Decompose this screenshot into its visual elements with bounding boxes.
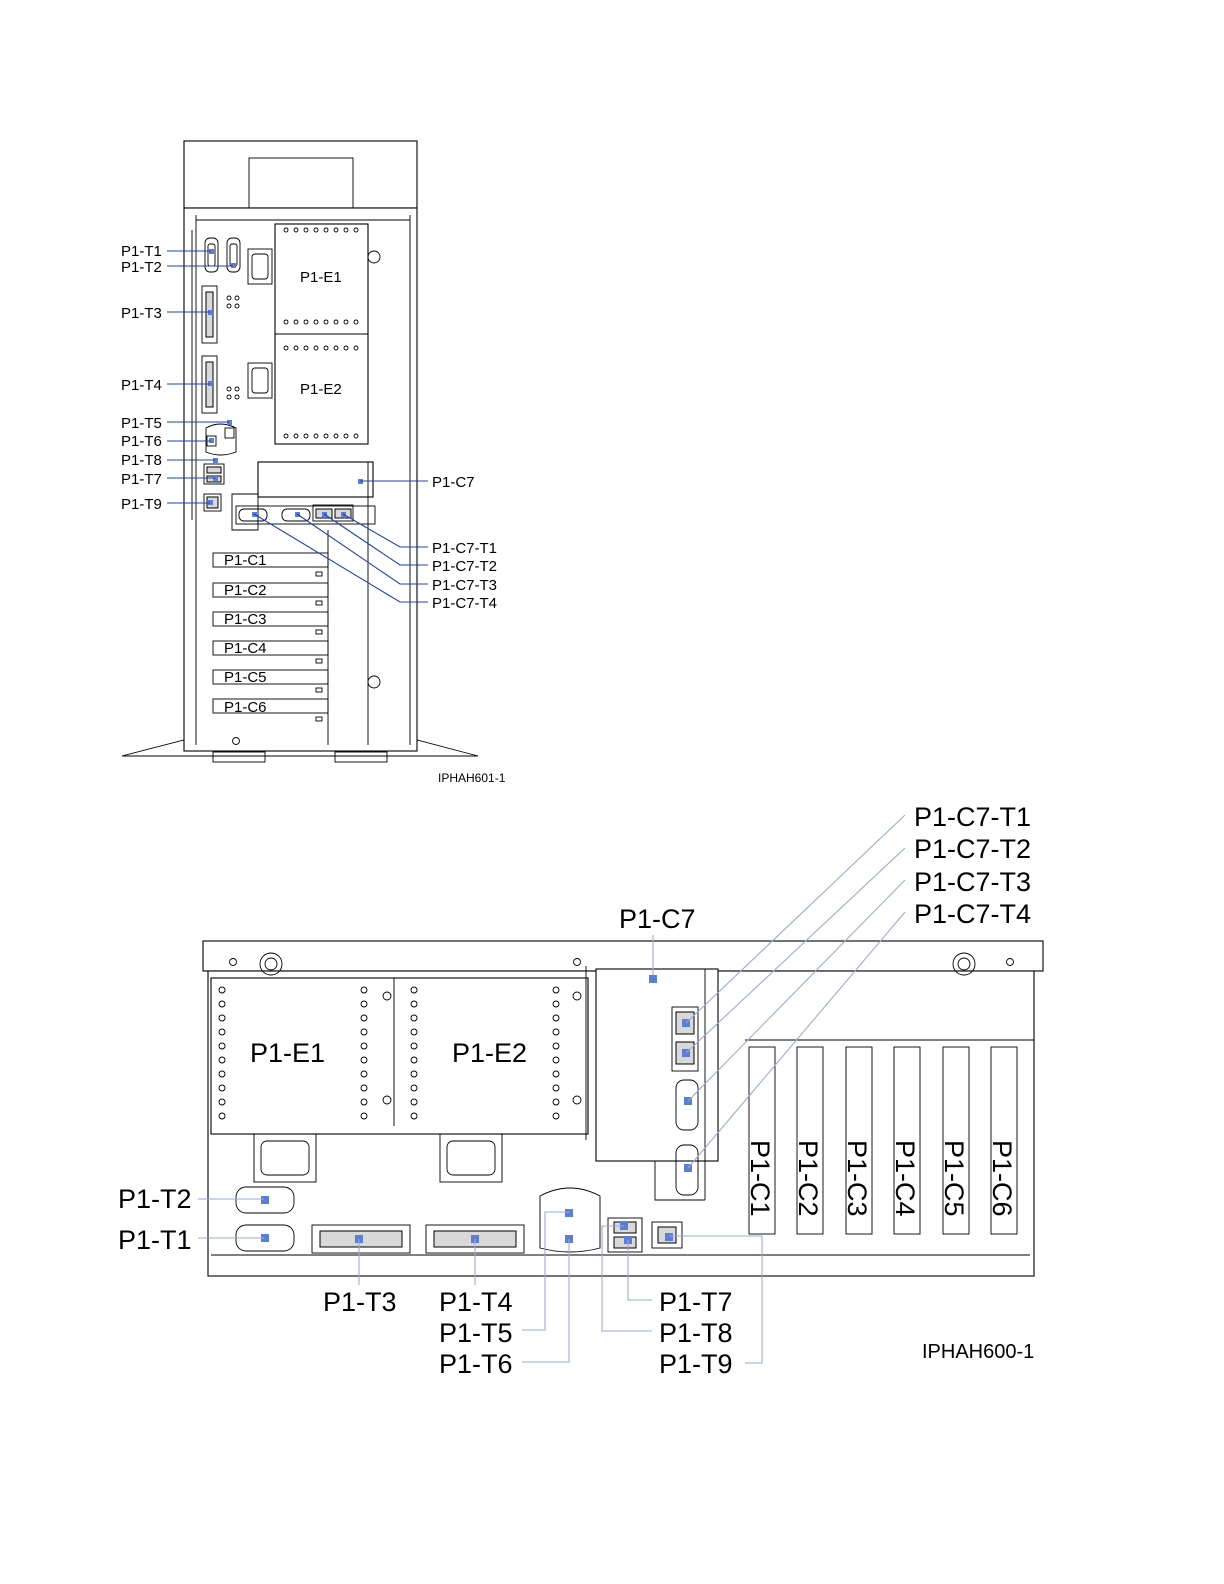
tower-figure: P1-T1 P1-T2 P1-T3 P1-T4 P1-T5 P1-T6 P1-T… [121, 140, 506, 785]
tower-label-t4: P1-T4 [121, 377, 162, 394]
tower-label-c5: P1-C5 [224, 669, 267, 686]
tower-label-t5: P1-T5 [121, 415, 162, 432]
rack-label-e1: P1-E1 [250, 1038, 325, 1068]
tower-top-cap [183, 140, 418, 209]
tower-card-c7 [257, 461, 374, 498]
rack-label-c7-t3: P1-C7-T3 [914, 867, 1031, 897]
tower-label-c7-t4: P1-C7-T4 [432, 595, 497, 612]
rack-label-t5: P1-T5 [439, 1318, 513, 1348]
tower-label-c7-t2: P1-C7-T2 [432, 558, 497, 575]
rack-psu-e1-socket [253, 1133, 317, 1183]
rack-figure-id: IPHAH600-1 [922, 1341, 1034, 1363]
rack-card-c7 [595, 968, 719, 1162]
tower-label-e1: P1-E1 [300, 269, 342, 286]
tower-psu-e2 [247, 362, 273, 399]
tower-label-c3: P1-C3 [224, 611, 267, 628]
rack-label-c2: P1-C2 [793, 1140, 823, 1217]
tower-label-e2: P1-E2 [300, 381, 342, 398]
tower-leader-lines [167, 250, 428, 603]
rack-label-t8: P1-T8 [659, 1318, 733, 1348]
rack-label-c1: P1-C1 [745, 1140, 775, 1217]
rack-label-c5: P1-C5 [939, 1140, 969, 1217]
rack-label-c7-t1: P1-C7-T1 [914, 802, 1031, 832]
rack-psu-e2-socket [439, 1133, 503, 1183]
tower-label-c2: P1-C2 [224, 582, 267, 599]
tower-label-t8: P1-T8 [121, 452, 162, 469]
tower-label-t2: P1-T2 [121, 259, 162, 276]
rack-label-t3: P1-T3 [323, 1287, 397, 1317]
tower-label-c4: P1-C4 [224, 640, 267, 657]
tower-label-t9: P1-T9 [121, 496, 162, 513]
tower-label-c7-t3: P1-C7-T3 [432, 577, 497, 594]
tower-port-c7-t4-connector [238, 508, 268, 522]
rack-port-c7-t4-connector [675, 1144, 699, 1196]
tower-label-t7: P1-T7 [121, 471, 162, 488]
tower-label-c7: P1-C7 [432, 474, 475, 491]
tower-label-c1: P1-C1 [224, 552, 267, 569]
tower-label-t1: P1-T1 [121, 243, 162, 260]
rack-top-rail [202, 940, 1044, 972]
tower-label-c6: P1-C6 [224, 699, 267, 716]
rack-label-c7-t2: P1-C7-T2 [914, 834, 1031, 864]
rack-label-c7: P1-C7 [619, 904, 696, 934]
rack-label-c4: P1-C4 [890, 1140, 920, 1217]
tower-figure-id: IPHAH601-1 [438, 771, 506, 785]
rack-label-t2: P1-T2 [118, 1184, 192, 1214]
rack-port-t2-connector [235, 1186, 295, 1214]
tower-label-c7-t1: P1-C7-T1 [432, 540, 497, 557]
rack-label-e2: P1-E2 [452, 1038, 527, 1068]
tower-pci-slots [212, 552, 329, 722]
tower-psu-e1 [247, 248, 273, 285]
rack-label-t4: P1-T4 [439, 1287, 513, 1317]
rack-power-supply-area [210, 977, 589, 1135]
rack-figure: P1-C7-T1 P1-C7-T2 P1-C7-T3 P1-C7-T4 P1-C… [118, 802, 1044, 1379]
rack-label-t1: P1-T1 [118, 1225, 192, 1255]
rack-port-c7-t3-connector [675, 1079, 699, 1131]
rack-port-t5-t6-connector [539, 1187, 601, 1253]
rack-leader-lines [198, 814, 906, 1364]
rack-label-t6: P1-T6 [439, 1349, 513, 1379]
rack-pci-slots [745, 1039, 1034, 1235]
rack-label-t7: P1-T7 [659, 1287, 733, 1317]
rack-label-c6: P1-C6 [987, 1140, 1017, 1217]
tower-label-t6: P1-T6 [121, 433, 162, 450]
tower-base [121, 739, 479, 757]
rack-label-c3: P1-C3 [842, 1140, 872, 1217]
tower-label-t3: P1-T3 [121, 305, 162, 322]
tower-port-c7-t3-connector [281, 508, 311, 522]
rack-label-t9: P1-T9 [659, 1349, 733, 1379]
rack-label-c7-t4: P1-C7-T4 [914, 899, 1031, 929]
